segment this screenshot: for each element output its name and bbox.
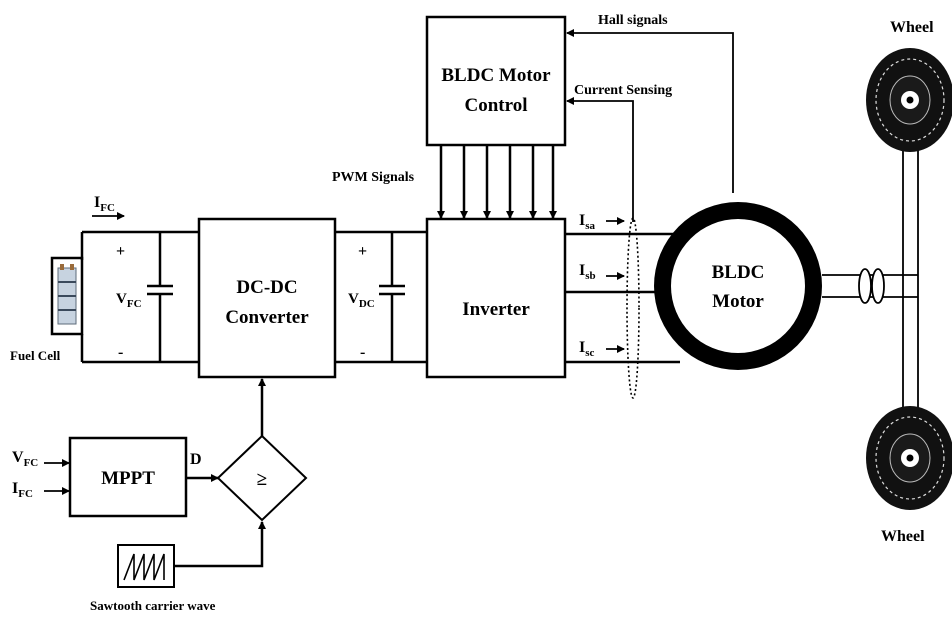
- hall-signals-label: Hall signals: [598, 13, 668, 28]
- sawtooth-box: [118, 545, 174, 587]
- fuel-cell-icon: [52, 258, 82, 334]
- fc-minus-sign: -: [118, 344, 123, 361]
- duty-label: D: [190, 451, 202, 468]
- fc-plus-sign: +: [116, 243, 125, 260]
- bldc-motor-label-2: Motor: [712, 291, 764, 312]
- fuel-cell-label: Fuel Cell: [10, 348, 61, 363]
- wheel-top-label: Wheel: [890, 19, 934, 36]
- inverter-block: [427, 219, 565, 377]
- dc-dc-converter-block: [199, 219, 335, 377]
- bldc-motor-body: [671, 219, 805, 353]
- phase-current-c-label: Isc: [579, 339, 595, 359]
- sawtooth-label: Sawtooth carrier wave: [90, 598, 216, 613]
- pwm-signals-label: PWM Signals: [332, 170, 415, 185]
- dc-link-plus-sign: +: [358, 243, 367, 260]
- phase-current-a-label: Isa: [579, 212, 596, 232]
- phase-current-b-label: Isb: [579, 262, 596, 282]
- dc-link-capacitor-icon: [379, 232, 405, 362]
- mppt-input-vfc-label: VFC: [12, 449, 38, 469]
- inverter-label: Inverter: [462, 299, 530, 320]
- dc-link-voltage-label: VDC: [348, 291, 375, 310]
- wheel-bottom-label: Wheel: [881, 528, 925, 545]
- dc-dc-converter-label-1: DC-DC: [236, 277, 297, 298]
- mppt-label: MPPT: [101, 468, 155, 489]
- wheel-icon: [866, 406, 952, 510]
- mppt-input-ifc-label: IFC: [12, 480, 33, 500]
- fc-voltage-label: VFC: [116, 291, 142, 310]
- bldc-motor-control-label-1: BLDC Motor: [441, 65, 551, 86]
- dc-link-minus-sign: -: [360, 344, 365, 361]
- sawtooth-line: [174, 522, 262, 566]
- bldc-motor-control-label-2: Control: [465, 95, 528, 116]
- dc-dc-converter-label-2: Converter: [225, 307, 309, 328]
- current-sensing-line: [567, 101, 633, 222]
- fc-current-label: IFC: [94, 194, 115, 214]
- current-sensing-label: Current Sensing: [574, 83, 672, 98]
- bldc-motor-label-1: BLDC: [712, 262, 765, 283]
- hall-signal-line: [567, 33, 733, 193]
- wheel-icon: [866, 48, 952, 152]
- current-sensor-loop: [627, 218, 639, 398]
- capacitor-icon: [147, 232, 173, 362]
- pwm-signal-arrows: [441, 145, 553, 218]
- comparator-symbol: ≥: [257, 469, 267, 490]
